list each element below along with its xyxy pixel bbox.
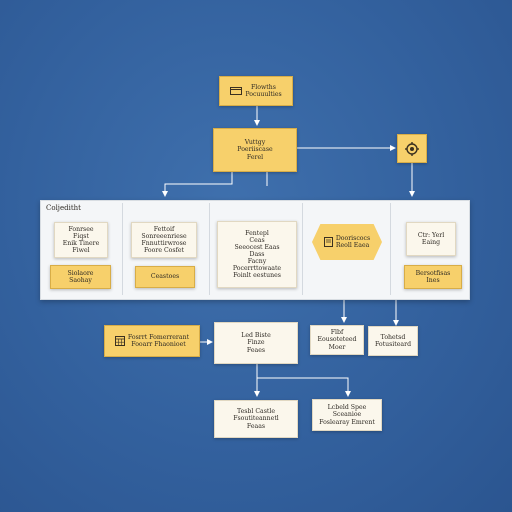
node-line: Reoll Eaea (335, 242, 370, 249)
node-line: Saohay (69, 277, 92, 284)
node-line: Ctr: Yerl (417, 231, 445, 239)
stage5-main-node[interactable]: Ctr: Yerl Eaing (406, 222, 456, 256)
node-line: Feaes (246, 346, 266, 354)
top-node[interactable]: Flowths Pocuuulties (219, 76, 293, 106)
second-node[interactable]: Vuttgy Poeriiscase Ferel (213, 128, 297, 172)
node-line: Moer (328, 343, 346, 351)
node-line: Fotusiteard (374, 341, 412, 348)
lower-center-node[interactable]: Led Biste Finze Feaes (214, 322, 298, 364)
bottom-left-node[interactable]: Tesbl Castle Fsoutiteannetl Feaas (214, 400, 298, 438)
node-line: Ines (426, 277, 440, 284)
node-line: Flbf (330, 329, 344, 337)
connector-second-to-panel (162, 172, 233, 197)
node-line: Fonrsee (68, 225, 94, 233)
node-line: Foinlt eestunes (233, 272, 281, 280)
node-line: Fooarr Fhaonioet (131, 341, 186, 348)
node-line: Poeriiscase (237, 146, 273, 154)
lower-right-a-node[interactable]: Flbf Eousoteteed Moer (310, 325, 364, 355)
node-line: Fentepl (245, 229, 269, 237)
node-line: Fiqst (73, 232, 89, 240)
stage4-hexagon-node[interactable]: Dooriscocs Reoll Eaea (312, 224, 382, 260)
node-line: Tesbl Castle (236, 408, 276, 416)
gear-icon (405, 141, 419, 156)
gear-node[interactable] (397, 134, 427, 163)
node-line: Pocuuulties (245, 91, 282, 98)
stage2-main-node[interactable]: Fettoif Sonreeenriese Fnnuttirwrose Foor… (131, 222, 197, 258)
node-line: Dass (249, 250, 265, 258)
node-line: Sceanioe (332, 411, 362, 419)
node-line: Sonreeenriese (141, 232, 187, 240)
node-line: Ceas (249, 236, 265, 244)
stage1-main-node[interactable]: Fonrsee Fiqst Enik Tinere Fiwel (54, 222, 108, 258)
node-line: Tohetsd (380, 333, 406, 341)
stage5-sub-node[interactable]: Bersotfisas Ines (404, 265, 462, 289)
node-line: Lcbeld Spee (327, 404, 367, 412)
node-line: Fiwel (72, 247, 90, 255)
bottom-right-node[interactable]: Lcbeld Spee Sceanioe Foslearay Emrent (312, 399, 382, 431)
panel-divider (302, 203, 303, 295)
folder-icon (230, 87, 243, 95)
node-line: Flowths (251, 83, 276, 91)
node-line: Enik Tinere (62, 240, 100, 247)
node-line: Foslearay Emrent (319, 418, 375, 426)
node-line: Eaing (421, 239, 441, 246)
node-line: Dooriscocs (335, 235, 371, 242)
node-line: Ceastoes (150, 273, 180, 281)
panel-title: Coljeditht (46, 204, 81, 212)
panel-divider (390, 203, 391, 295)
node-line: Pocerrttowaate (232, 265, 282, 273)
node-line: Facny (247, 258, 267, 266)
node-line: Fsoutiteannetl (233, 415, 279, 423)
node-line: Vuttgy (244, 139, 266, 147)
calendar-icon (114, 336, 125, 346)
node-line: Foore Cosfet (143, 247, 185, 255)
node-line: Led Biste (241, 332, 271, 340)
stage2-sub-node[interactable]: Ceastoes (135, 266, 195, 288)
stage3-main-node[interactable]: Fentepl Ceas Seeocest Eaas Dass Facny Po… (217, 221, 297, 288)
lower-left-node[interactable]: Fosrrt Fomerrerant Fooarr Fhaonioet (104, 325, 200, 357)
node-line: Eousoteteed (317, 336, 357, 344)
node-line: Siolaore (67, 269, 94, 277)
node-line: Fosrrt Fomerrerant (127, 333, 190, 341)
node-line: Fnnuttirwrose (141, 240, 187, 247)
panel-divider (209, 203, 210, 295)
stage1-sub-node[interactable]: Siolaore Saohay (50, 265, 111, 289)
node-line: Ferel (246, 153, 264, 161)
panel-divider (122, 203, 123, 295)
node-line: Seeocest Eaas (234, 243, 280, 251)
lower-right-b-node[interactable]: Tohetsd Fotusiteard (368, 326, 418, 356)
node-line: Finze (247, 339, 265, 347)
node-line: Fettoif (153, 225, 175, 233)
node-line: Bersotfisas (415, 269, 451, 277)
connector-center-to-bottom-right (257, 377, 351, 397)
node-line: Feaas (246, 422, 266, 430)
document-icon (323, 237, 333, 247)
